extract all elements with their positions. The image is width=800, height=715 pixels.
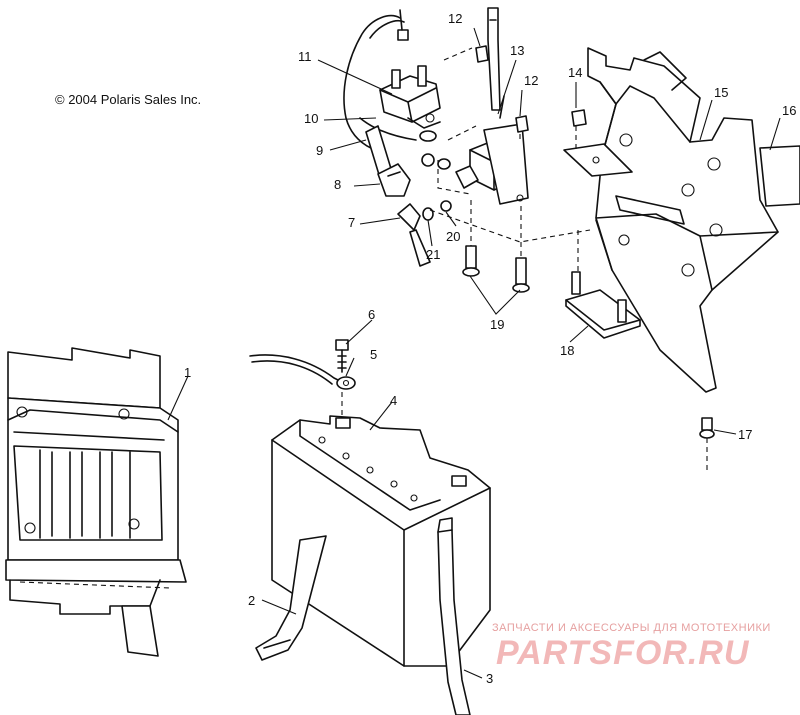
- cable-ring-terminal: [249, 339, 356, 390]
- callout-13: 13: [510, 43, 525, 58]
- battery-tray: [5, 347, 187, 657]
- battery-cable-negative: [437, 517, 471, 715]
- solenoid-bracket: [421, 7, 529, 205]
- copyright-notice: © 2004 Polaris Sales Inc.: [55, 92, 202, 107]
- callout-5: 5: [370, 347, 378, 362]
- callout-15: 15: [714, 85, 729, 100]
- callout-19: 19: [490, 317, 505, 332]
- callout-1: 1: [184, 365, 192, 380]
- callout-12-right: 12: [524, 73, 539, 88]
- terminal-boot: [377, 163, 411, 197]
- callout-17: 17: [738, 427, 753, 442]
- callout-14: 14: [568, 65, 583, 80]
- callout-11: 11: [298, 49, 312, 64]
- battery-strap: [255, 535, 327, 661]
- watermark-subtitle: ЗАПЧАСТИ И АКСЕССУАРЫ ДЛЯ МОТОТЕХНИКИ: [492, 622, 771, 634]
- callout-leaders: [167, 27, 781, 679]
- bracket-base-18: [565, 271, 641, 339]
- callout-16: 16: [782, 103, 797, 118]
- callout-9: 9: [316, 143, 324, 158]
- battery: [271, 415, 491, 667]
- bolts-19: [462, 245, 530, 293]
- terminal-7: [397, 200, 452, 267]
- callout-7: 7: [348, 215, 356, 230]
- callout-12-top: 12: [448, 11, 463, 26]
- callout-3: 3: [486, 671, 494, 686]
- mounting-bracket: [563, 47, 800, 393]
- assembly-guide-lines: [341, 47, 591, 418]
- callout-6: 6: [368, 307, 376, 322]
- callout-18: 18: [560, 343, 575, 358]
- callout-2: 2: [248, 593, 256, 608]
- callout-4: 4: [390, 393, 398, 408]
- nut-12: [475, 45, 529, 133]
- callout-10: 10: [304, 111, 319, 126]
- nut-14: [571, 109, 587, 127]
- relay-assembly: [343, 9, 441, 179]
- callout-8: 8: [334, 177, 342, 192]
- watermark-brand: PARTSFOR.RU: [496, 634, 750, 672]
- bolt-17: [699, 417, 715, 470]
- callout-21: 21: [426, 247, 441, 262]
- callout-20: 20: [446, 229, 461, 244]
